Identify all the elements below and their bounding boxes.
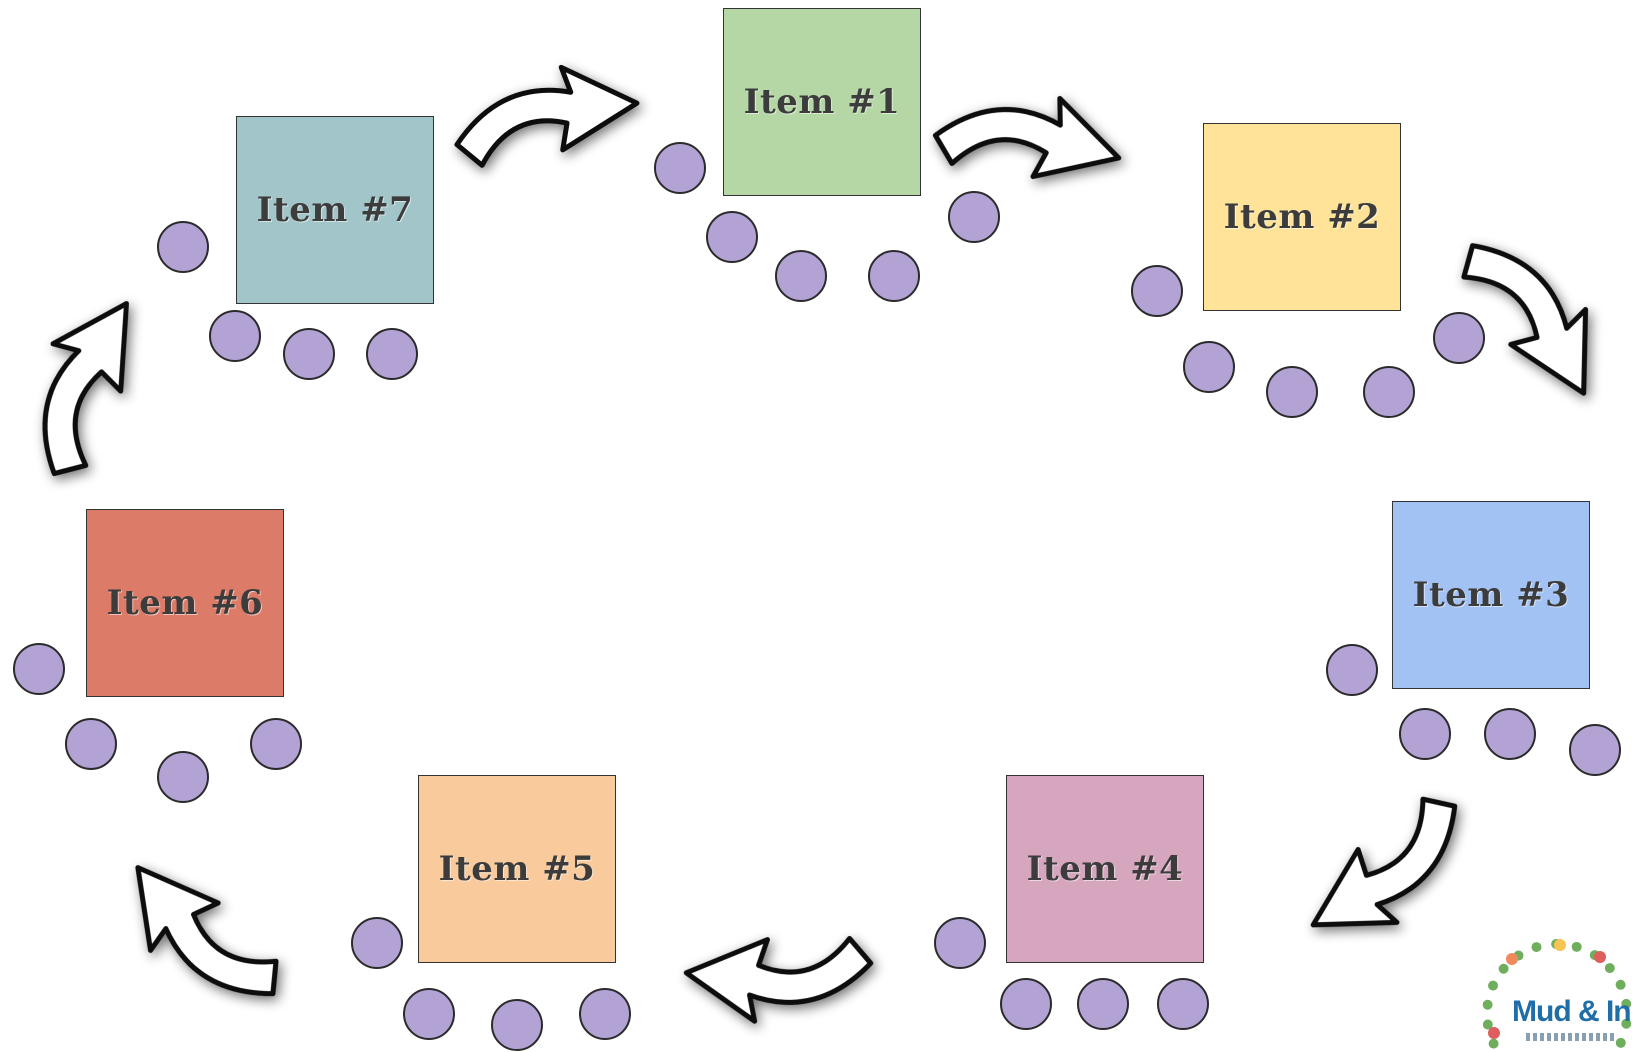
seat-circle xyxy=(948,191,1000,243)
seat-circle xyxy=(1399,708,1451,760)
item-1-box: Item #1 xyxy=(723,8,921,196)
seat-circle xyxy=(1484,708,1536,760)
seat-circle xyxy=(13,643,65,695)
seat-circle xyxy=(1433,312,1485,364)
seat-circle xyxy=(65,718,117,770)
flower-icon xyxy=(1506,953,1518,965)
seat-circle xyxy=(868,250,920,302)
seat-circle xyxy=(403,988,455,1040)
seat-circle xyxy=(1569,724,1621,776)
seat-circle xyxy=(351,917,403,969)
seat-circle xyxy=(1131,265,1183,317)
flower-icon xyxy=(1488,1027,1500,1039)
item-7-label: Item #7 xyxy=(256,190,414,230)
seat-circle xyxy=(1326,644,1378,696)
logo-text: Mud & Ink xyxy=(1512,995,1632,1028)
seat-circle xyxy=(157,221,209,273)
item-6-box: Item #6 xyxy=(86,509,284,697)
seat-circle xyxy=(157,751,209,803)
arrow-5-to-6-icon xyxy=(104,841,291,1035)
item-4-box: Item #4 xyxy=(1006,775,1204,963)
item-2-label: Item #2 xyxy=(1223,197,1381,237)
seat-circle xyxy=(1000,978,1052,1030)
item-4-label: Item #4 xyxy=(1026,849,1184,889)
item-1-label: Item #1 xyxy=(743,82,901,122)
arrow-3-to-4-icon xyxy=(1290,787,1490,963)
seat-circle xyxy=(250,718,302,770)
seat-circle xyxy=(1183,341,1235,393)
item-7-box: Item #7 xyxy=(236,116,434,304)
flower-icon xyxy=(1554,939,1566,951)
arrow-7-to-1-icon xyxy=(448,58,642,169)
seat-circle xyxy=(1077,978,1129,1030)
item-6-label: Item #6 xyxy=(106,583,264,623)
item-2-box: Item #2 xyxy=(1203,123,1401,311)
seat-circle xyxy=(1363,366,1415,418)
item-5-box: Item #5 xyxy=(418,775,616,963)
flower-icon xyxy=(1594,951,1606,963)
arrow-1-to-2-icon xyxy=(930,75,1128,197)
seat-circle xyxy=(1157,978,1209,1030)
arrow-4-to-5-icon xyxy=(685,933,872,1025)
seat-circle xyxy=(775,250,827,302)
seat-circle xyxy=(1266,366,1318,418)
arrow-6-to-7-icon xyxy=(0,282,162,485)
item-3-label: Item #3 xyxy=(1412,575,1570,615)
seat-circle xyxy=(491,999,543,1051)
seat-circle xyxy=(283,328,335,380)
seat-circle xyxy=(706,211,758,263)
seat-circle xyxy=(934,917,986,969)
seat-circle xyxy=(209,310,261,362)
logo-subtext xyxy=(1526,1033,1616,1041)
item-3-box: Item #3 xyxy=(1392,501,1590,689)
brand-logo: Mud & Ink xyxy=(1476,935,1632,1052)
item-5-label: Item #5 xyxy=(438,849,596,889)
seat-circle xyxy=(579,988,631,1040)
seat-circle xyxy=(366,328,418,380)
seat-circle xyxy=(654,142,706,194)
arrow-2-to-3-icon xyxy=(1452,213,1622,415)
